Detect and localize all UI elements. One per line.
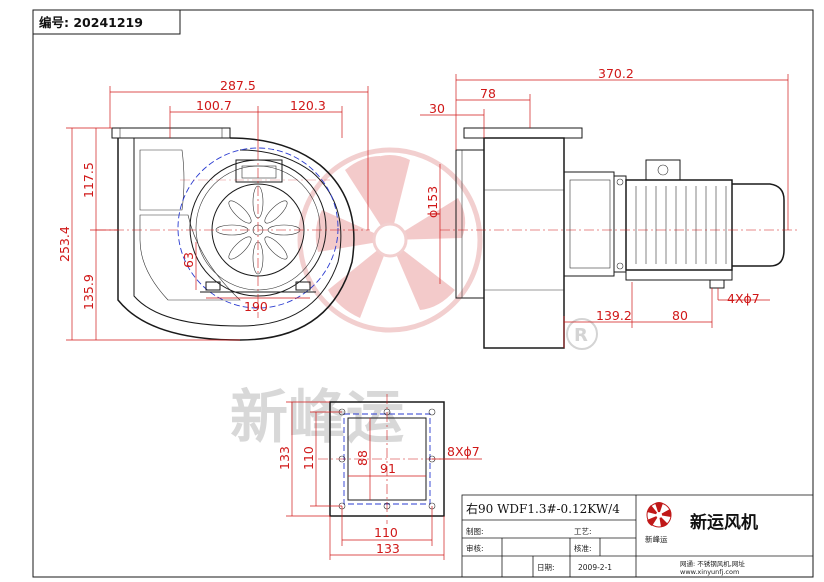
date-value: 2009-2-1: [578, 563, 612, 572]
title-model: 右90 WDF1.3#-0.12KW/4: [466, 501, 620, 516]
logo-text: 新峰运: [645, 534, 668, 544]
dim-front-upper-height: 117.5: [81, 162, 96, 198]
dim-front-total-height: 253.4: [57, 226, 72, 262]
dim-front-lower-height: 135.9: [81, 274, 96, 310]
flange-view: 133 110 88 91 8Xϕ7 110 133: [277, 394, 482, 560]
website-line1: 网通: 不锈钢风机,网址: [680, 559, 745, 568]
front-view: 287.5 100.7 120.3 253.4 117.5 135.9 63 1…: [57, 78, 370, 341]
watermark-logo: [297, 147, 483, 333]
dim-flange-outer-width: 133: [376, 541, 400, 556]
serial-label: 编号: 20241219: [39, 15, 143, 30]
title-block: 右90 WDF1.3#-0.12KW/4 制图: 审核: 工艺: 核准: 日期:…: [461, 494, 814, 578]
dim-front-total-width: 287.5: [220, 78, 256, 93]
dim-front-inlet-diameter: 63: [181, 252, 196, 268]
watermark-text: 新峰运: [230, 383, 404, 451]
website-line2: www.xinyunfj.com: [680, 568, 739, 576]
side-view: 370.2 78 30 ϕ153 139.2 80 4Xϕ7: [420, 66, 800, 349]
company-name: 新运风机: [690, 512, 758, 533]
dim-flange-opening-height: 88: [355, 450, 370, 466]
dim-side-flange-thickness: 30: [429, 101, 445, 116]
label-checked: 审核:: [466, 543, 484, 553]
label-date: 日期:: [537, 563, 555, 572]
serial-box: 编号: 20241219: [33, 10, 181, 35]
dim-side-motor-foot: 139.2: [596, 308, 632, 323]
dim-side-inlet-diameter: ϕ153: [425, 186, 440, 218]
label-drawn: 制图:: [466, 526, 484, 536]
label-approved: 核准:: [574, 543, 592, 553]
dim-flange-outer-height: 133: [277, 446, 292, 470]
dim-flange-holes: 8Xϕ7: [447, 444, 480, 459]
dim-side-foot-holes: 4Xϕ7: [727, 291, 760, 306]
dim-front-right-width: 120.3: [290, 98, 326, 113]
watermark-registered: R: [566, 318, 598, 350]
label-process: 工艺:: [574, 527, 592, 536]
dim-side-flange-offset: 78: [480, 86, 496, 101]
dim-side-foot-spacing: 80: [672, 308, 688, 323]
drawing-border: [32, 9, 814, 578]
dim-front-left-width: 100.7: [196, 98, 232, 113]
dim-flange-inner-height: 110: [301, 446, 316, 470]
company-logo-icon: [646, 502, 672, 528]
dim-side-total-length: 370.2: [598, 66, 634, 81]
svg-text:R: R: [574, 325, 588, 346]
dim-front-base-width: 190: [244, 299, 268, 314]
dim-flange-inner-width: 110: [374, 525, 398, 540]
dim-flange-opening-width: 91: [380, 461, 396, 476]
